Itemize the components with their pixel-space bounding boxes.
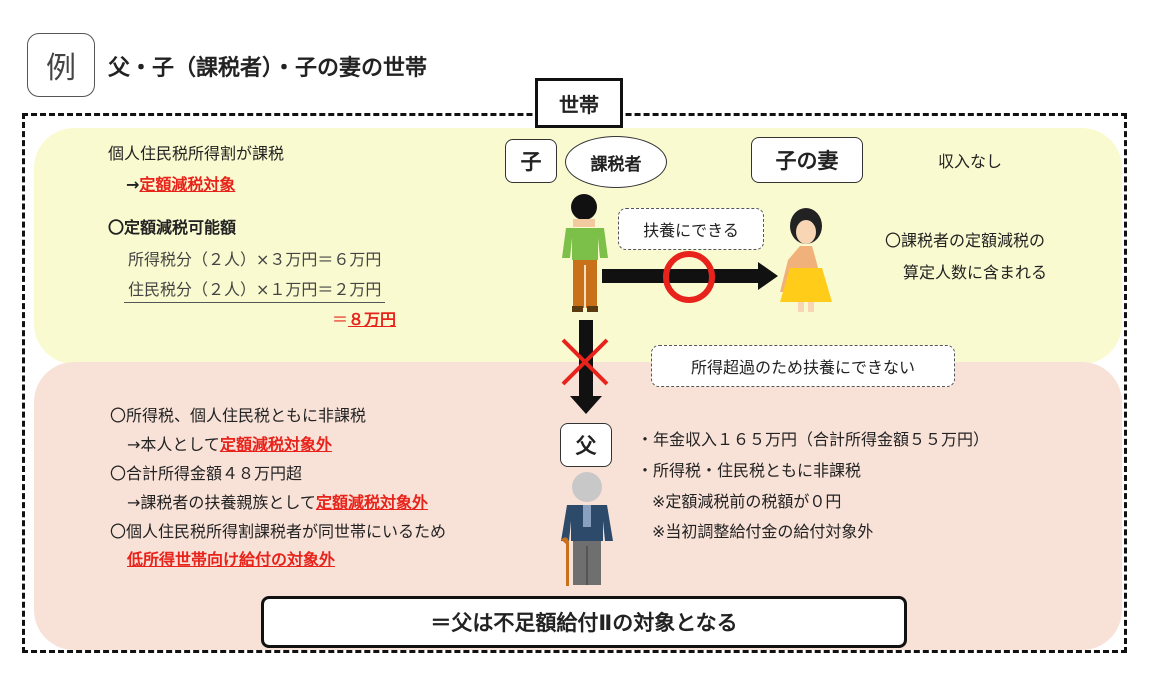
taxpayer-label: 課税者: [565, 136, 667, 188]
father-self-exempt: →本人として定額減税対象外: [127, 437, 332, 453]
initial-adjustment-note: ※当初調整給付金の給付対象外: [652, 522, 874, 541]
father-income-over: 〇合計所得金額４８万円超: [110, 464, 303, 483]
father-self-prefix: →本人として: [127, 435, 220, 454]
not-dependent-note: 所得超過のため扶養にできない: [651, 345, 955, 387]
low-income-exempt: 低所得世帯向け給付の対象外: [127, 550, 336, 569]
wife-person-icon: [780, 208, 832, 312]
household-label: 世帯: [535, 78, 623, 128]
father-person-icon: [561, 472, 613, 586]
father-arrow: [570, 320, 602, 414]
calc-income-tax: 所得税分（２人）×３万円＝６万円: [128, 250, 382, 269]
father-label: 父: [560, 423, 612, 467]
father-dependent-red: 定額減税対象外: [315, 493, 428, 512]
example-badge: 例: [27, 33, 95, 97]
wife-note-2: 算定人数に含まれる: [903, 263, 1048, 282]
wife-label: 子の妻: [751, 137, 863, 183]
dependent-ok-note: 扶養にできる: [618, 208, 764, 250]
child-label: 子: [505, 139, 557, 183]
wife-note-1: 〇課税者の定額減税の: [885, 231, 1046, 250]
father-self-red: 定額減税対象外: [219, 435, 332, 454]
calc-total-amount: ８万円: [348, 310, 397, 329]
same-household-note: 〇個人住民税所得割課税者が同世帯にいるため: [110, 522, 447, 541]
calc-total-eq: ＝: [332, 310, 349, 329]
father-dependent-prefix: →課税者の扶養親族として: [127, 493, 316, 512]
ok-circle-icon: [663, 251, 715, 303]
conclusion-box: ＝父は不足額給付Ⅱの対象となる: [261, 596, 907, 648]
dependent-arrow: [602, 262, 778, 290]
calc-resident-tax: 住民税分（２人）×１万円＝２万円: [124, 282, 386, 303]
resident-tax-text: 個人住民税所得割が課税: [108, 144, 285, 163]
pension-income: ・年金収入１６５万円（合計所得金額５５万円）: [637, 430, 990, 449]
child-person-icon: [562, 194, 608, 312]
father-nontaxable: ・所得税・住民税ともに非課税: [637, 461, 862, 480]
deduction-heading: 〇定額減税可能額: [108, 218, 237, 237]
flat-deduction-line: →定額減税対象: [126, 177, 235, 193]
cross-icon: [561, 338, 609, 386]
example-title: 父・子（課税者）・子の妻の世帯: [108, 56, 428, 81]
arrow-prefix: →: [126, 175, 140, 194]
wife-income: 収入なし: [938, 152, 1003, 171]
calc-total: ＝８万円: [332, 312, 396, 328]
pre-deduction-tax: ※定額減税前の税額が０円: [652, 492, 842, 511]
father-tax-status: 〇所得税、個人住民税ともに非課税: [110, 406, 367, 425]
flat-deduction-target: 定額減税対象: [139, 175, 236, 194]
father-dependent-exempt: →課税者の扶養親族として定額減税対象外: [127, 495, 428, 511]
